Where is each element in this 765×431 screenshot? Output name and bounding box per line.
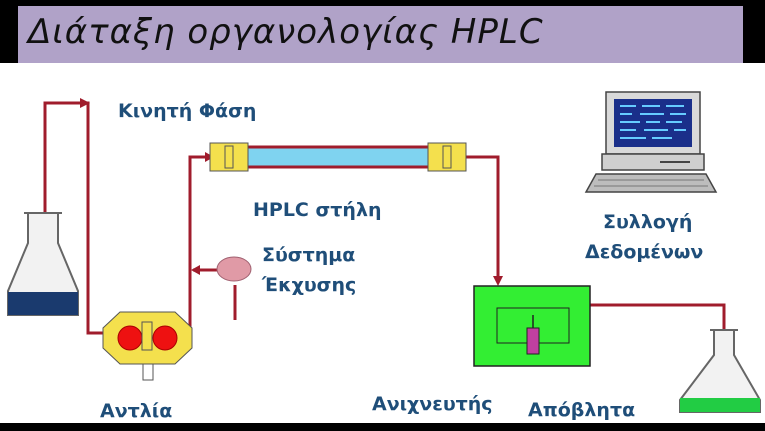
column-icon	[209, 142, 467, 172]
title-bar	[18, 6, 743, 63]
tubing-injector	[191, 265, 237, 320]
detector-icon	[473, 285, 591, 367]
solvent-flask-icon	[7, 212, 79, 316]
label-injection-system-line1: Σύστημα	[262, 244, 356, 266]
injector-icon	[216, 256, 252, 282]
label-pump: Αντλία	[100, 400, 173, 422]
waste-flask-icon	[679, 329, 761, 413]
label-injection-system-line2: Έκχυσης	[262, 274, 357, 296]
label-data-collection-line2: Δεδομένων	[585, 241, 704, 263]
computer-icon	[584, 91, 718, 193]
pump-icon	[102, 311, 193, 381]
label-waste: Απόβλητα	[528, 399, 636, 421]
tubing-column-to-detector	[462, 155, 503, 286]
diagram-title: Διάταξη οργανολογίας HPLC	[28, 12, 544, 52]
tubing-detector-to-waste	[590, 303, 729, 344]
label-hplc-column: HPLC στήλη	[253, 199, 382, 221]
label-detector: Ανιχνευτής	[372, 393, 493, 415]
label-data-collection-line1: Συλλογή	[603, 211, 693, 233]
label-mobile-phase: Κινητή Φάση	[118, 100, 257, 122]
tubing-pump-to-column	[175, 152, 214, 335]
